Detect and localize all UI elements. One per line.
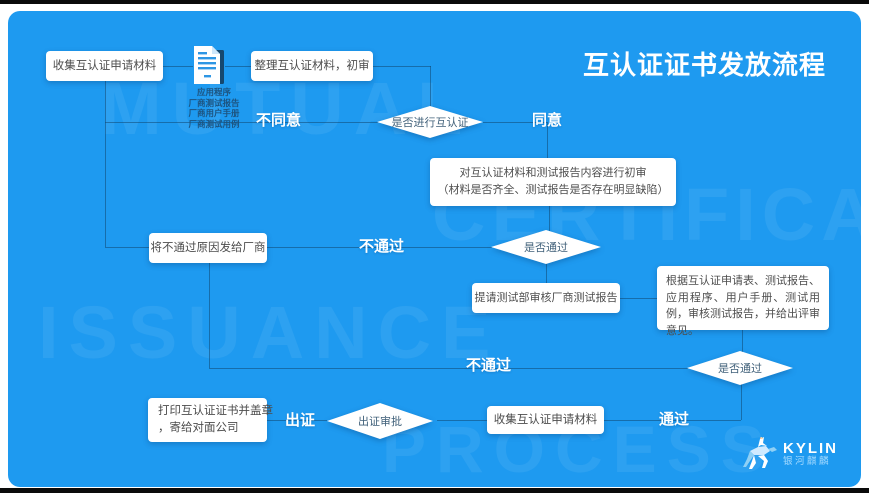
kylin-logo: KYLIN 银河麒麟 xyxy=(740,437,838,471)
node-organize-materials: 整理互认证材料，初审 xyxy=(251,51,373,81)
node-print-certificate-line1: 打印互认证证书并盖章 xyxy=(158,405,273,417)
document-icon xyxy=(194,46,224,84)
decision-pass-1-label: 是否通过 xyxy=(491,230,601,264)
connector-line xyxy=(105,81,106,247)
document-icon-caption: 应用程序 厂商测试报告 厂商用户手册 厂商测试用例 xyxy=(176,87,252,129)
connector-line xyxy=(105,247,149,248)
branch-label-fail-2: 不通过 xyxy=(466,357,512,374)
connector-line xyxy=(267,420,327,421)
page-title: 互认证证书发放流程 xyxy=(582,50,826,80)
decision-mutual-cert: 是否进行互认证 xyxy=(377,106,483,138)
decision-pass-1: 是否通过 xyxy=(491,230,601,264)
branch-label-agree: 同意 xyxy=(532,112,563,129)
branch-label-fail-1: 不通过 xyxy=(359,238,405,255)
connector-line xyxy=(741,384,742,420)
connector-line xyxy=(742,330,743,352)
connector-line xyxy=(105,122,378,123)
kylin-logo-name: KYLIN xyxy=(783,439,838,457)
connector-line xyxy=(546,263,547,284)
caption-line: 厂商用户手册 xyxy=(188,108,240,118)
node-send-fail-reasons: 将不通过原因发给厂商 xyxy=(149,233,267,263)
branch-label-disagree: 不同意 xyxy=(256,112,302,129)
connector-line xyxy=(604,420,741,421)
node-collect-materials: 收集互认证申请材料 xyxy=(46,51,163,81)
connector-line xyxy=(225,66,253,67)
node-print-certificate: 打印互认证证书并盖章 ，寄给对面公司 xyxy=(148,398,273,442)
connector-line xyxy=(209,368,688,369)
connector-line xyxy=(549,205,550,231)
decision-pass-2-label: 是否通过 xyxy=(687,351,793,385)
decision-pass-2: 是否通过 xyxy=(687,351,793,385)
connector-line xyxy=(430,66,431,107)
node-initial-review-line2: （材料是否齐全、测试报告是否存在明显缺陷） xyxy=(437,184,669,196)
node-collect-materials-2: 收集互认证申请材料 xyxy=(487,406,604,434)
decision-mutual-cert-label: 是否进行互认证 xyxy=(377,106,483,138)
decision-cert-approval: 出证审批 xyxy=(327,403,433,439)
connector-line xyxy=(437,420,487,421)
branch-label-issue: 出证 xyxy=(285,412,316,429)
caption-line: 厂商测试用例 xyxy=(188,118,240,129)
caption-line: 厂商测试报告 xyxy=(188,97,240,108)
node-initial-review-line1: 对互认证材料和测试报告内容进行初审 xyxy=(459,167,647,179)
decision-cert-approval-label: 出证审批 xyxy=(327,403,433,439)
connector-line xyxy=(209,263,210,368)
kylin-creature-icon xyxy=(743,437,777,469)
connector-line xyxy=(483,122,547,123)
node-submit-test-review: 提请测试部审核厂商测试报告 xyxy=(472,283,620,313)
letterbox-bottom xyxy=(0,488,869,493)
connector-line xyxy=(163,66,193,67)
kylin-logo-text: KYLIN 银河麒麟 xyxy=(783,441,838,468)
flowchart-canvas xyxy=(8,11,861,487)
connector-line xyxy=(371,66,431,67)
node-print-certificate-line2: ，寄给对面公司 xyxy=(158,422,239,434)
node-review-detail: 根据互认证申请表、测试报告、应用程序、用户手册、测试用例，审核测试报告，并给出评… xyxy=(657,266,829,337)
connector-line xyxy=(547,122,548,159)
connector-line xyxy=(267,247,492,248)
caption-line: 应用程序 xyxy=(196,87,231,97)
connector-line xyxy=(620,298,657,299)
letterbox-top xyxy=(0,0,869,4)
node-initial-review: 对互认证材料和测试报告内容进行初审 （材料是否齐全、测试报告是否存在明显缺陷） xyxy=(430,158,676,206)
branch-label-pass: 通过 xyxy=(659,411,690,428)
kylin-logo-subtitle: 银河麒麟 xyxy=(783,455,832,467)
